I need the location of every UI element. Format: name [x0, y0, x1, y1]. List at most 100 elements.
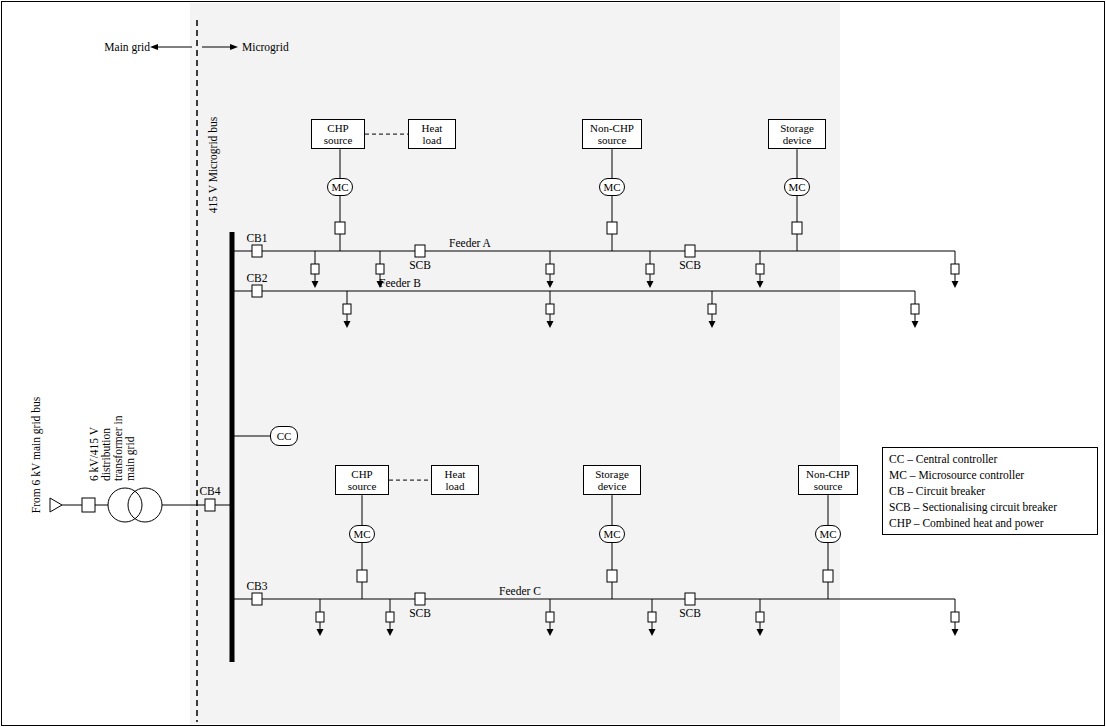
controller-box: MC [815, 525, 841, 543]
load-symbol [546, 291, 554, 328]
node-text: CHP source [315, 122, 361, 146]
wire [232, 436, 270, 437]
breaker-symbol [607, 222, 617, 234]
breaker-label: CB2 [246, 272, 267, 284]
storage-box: Storage device [768, 119, 826, 149]
legend-row: SCB – Sectionalising circuit breaker [889, 499, 1091, 515]
chp-source-box: CHP source [311, 119, 365, 149]
connector [612, 495, 613, 525]
controller-box: MC [599, 525, 625, 543]
node-text: MC [819, 528, 836, 540]
connector [365, 134, 408, 135]
legend-box: CC – Central controller MC – Microsource … [882, 447, 1098, 535]
breaker-symbol [82, 498, 95, 512]
controller-box: MC [599, 178, 625, 196]
node-text: MC [603, 181, 620, 193]
arrow-head [150, 44, 158, 50]
legend-row: CC – Central controller [889, 451, 1091, 467]
connector [362, 495, 363, 525]
legend-row: CB – Circuit breaker [889, 483, 1091, 499]
load-symbol [386, 599, 394, 636]
breaker-symbol [252, 245, 262, 257]
breaker-label: CB4 [199, 485, 220, 497]
region-label: Main grid [104, 41, 150, 53]
load-symbol [951, 599, 959, 636]
source-box: Non-CHP source [582, 119, 642, 149]
legend-text: CHP – Combined heat and power [889, 517, 1043, 529]
connector [389, 480, 431, 481]
controller-box: MC [784, 178, 810, 196]
wire [62, 505, 82, 506]
load-symbol [708, 291, 716, 328]
controller-box: MC [349, 525, 375, 543]
wire [612, 534, 613, 599]
breaker-symbol [415, 593, 425, 605]
load-symbol [546, 251, 554, 288]
connector [828, 495, 829, 525]
wire [162, 505, 232, 506]
legend-row: CHP – Combined heat and power [889, 515, 1091, 531]
legend-text: CC – Central controller [889, 453, 997, 465]
breaker-label: SCB [679, 259, 701, 271]
breaker-symbol [357, 570, 367, 582]
direction-arrow [202, 47, 232, 48]
wire [362, 534, 363, 599]
heat-load-box: Heat load [408, 119, 456, 149]
breaker-label: CB3 [246, 580, 267, 592]
load-symbol [951, 251, 959, 288]
node-text: Non-CHP source [586, 122, 638, 146]
feeder-label: Feeder B [379, 277, 421, 289]
load-symbol [316, 599, 324, 636]
load-symbol [911, 291, 919, 328]
node-text: Storage device [587, 468, 637, 492]
breaker-symbol [685, 593, 695, 605]
load-symbol [311, 251, 319, 288]
background-panel [190, 3, 840, 724]
heat-load-box: Heat load [431, 465, 479, 495]
breaker-label: SCB [679, 607, 701, 619]
wire [95, 505, 108, 506]
boundary-line [196, 20, 198, 722]
transformer-winding [108, 488, 142, 522]
central-controller-box: CC [270, 426, 298, 446]
legend-text: SCB – Sectionalising circuit breaker [889, 501, 1057, 513]
connector [340, 149, 341, 178]
feeder-label: Feeder C [499, 585, 541, 597]
controller-box: MC [327, 178, 353, 196]
feeder-line [232, 599, 955, 600]
node-text: MC [603, 528, 620, 540]
storage-box: Storage device [583, 465, 641, 495]
node-text: MC [788, 181, 805, 193]
supply-label: From 6 kV main grid bus [30, 397, 42, 513]
breaker-symbol [607, 570, 617, 582]
node-text: Heat load [412, 122, 452, 146]
feeder-label: Feeder A [449, 237, 491, 249]
breaker-label: CB1 [246, 232, 267, 244]
connector [612, 149, 613, 178]
load-symbol [546, 599, 554, 636]
node-text: CHP source [339, 468, 385, 492]
load-symbol [343, 291, 351, 328]
region-label: Microgrid [242, 41, 289, 53]
breaker-label: SCB [409, 259, 431, 271]
node-text: Storage device [772, 122, 822, 146]
source-box: Non-CHP source [798, 465, 858, 495]
wire [797, 187, 798, 251]
feeder-line [232, 291, 915, 292]
chp-source-box: CHP source [335, 465, 389, 495]
node-text: CC [277, 430, 292, 442]
breaker-symbol [252, 593, 262, 605]
legend-row: MC – Microsource controller [889, 467, 1091, 483]
breaker-symbol [252, 285, 262, 297]
arrow-head [230, 44, 238, 50]
load-symbol [648, 599, 656, 636]
breaker-symbol [335, 222, 345, 234]
node-text: Non-CHP source [802, 468, 854, 492]
microgrid-bus [230, 232, 235, 662]
breaker-symbol [792, 222, 802, 234]
node-text: Heat load [435, 468, 475, 492]
